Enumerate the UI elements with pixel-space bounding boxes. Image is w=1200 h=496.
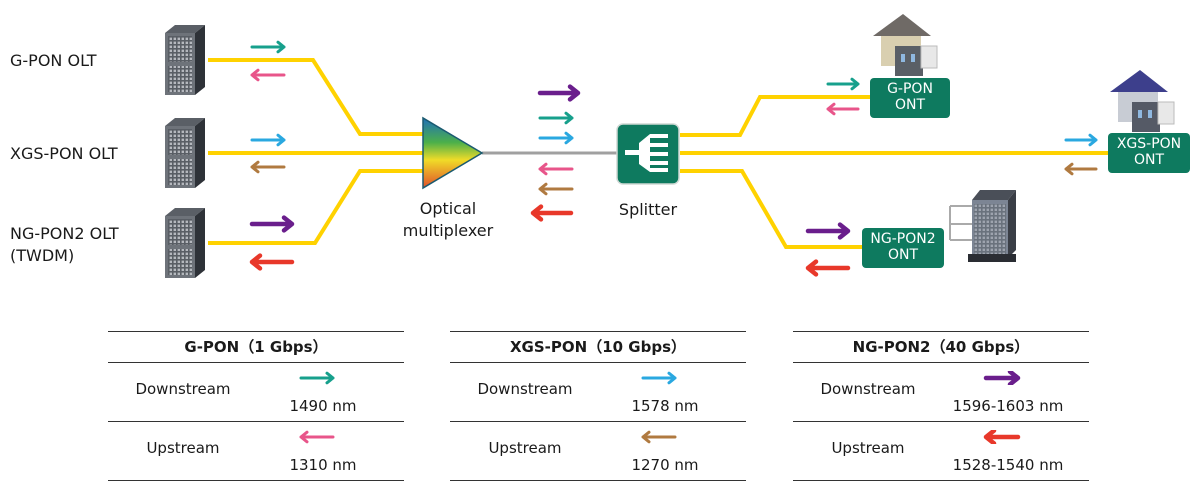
gpon-ont-line2: ONT: [894, 97, 926, 113]
pon-diagram: [165, 14, 1175, 278]
fiber-ng-ont: [680, 169, 864, 249]
xgs-olt-label: XGS-PON OLT: [10, 144, 118, 163]
direction-label: Upstream: [146, 439, 220, 457]
arrow-stroke: [299, 371, 335, 385]
xgs-ont-line2: ONT: [1133, 152, 1165, 168]
legend-row-upstream: Upstream 1310 nm: [108, 422, 404, 481]
fiber-gpon-ont: [680, 95, 872, 137]
wavelength: 1528-1540 nm: [952, 456, 1064, 474]
ng-olt-label-line1: NG-PON2 OLT: [10, 224, 119, 243]
trunk-ng-up-arrow-icon: [530, 204, 574, 222]
arrow-stroke: [983, 430, 1021, 444]
ng-downstream-arrow-icon: [249, 215, 295, 233]
wavelength: 1270 nm: [631, 456, 699, 474]
downstream-arrow-icon: [641, 371, 677, 385]
direction-label: Downstream: [820, 380, 916, 398]
ng-ont-line1: NG-PON2: [870, 231, 936, 247]
legend-xgs: XGS-PON（10 Gbps） Downstream 1578 nm Upst…: [450, 331, 746, 481]
arrow-stroke: [641, 430, 677, 444]
multiplexer-label-line2: multiplexer: [402, 221, 494, 240]
legend-title: NG-PON2（40 Gbps）: [793, 331, 1089, 363]
splitter-label: Splitter: [618, 200, 678, 219]
trunk-xgs-down-arrow-icon: [538, 131, 574, 145]
direction-label: Downstream: [135, 380, 231, 398]
legend-title: G-PON（1 Gbps）: [108, 331, 404, 363]
xgs-downstream-arrow-icon: [250, 133, 286, 147]
ont-ng-down-arrow-icon: [805, 222, 851, 240]
wavelength: 1310 nm: [289, 456, 357, 474]
trunk-gpon-down-arrow-icon: [538, 111, 574, 125]
house-icon-xgs: [1110, 70, 1175, 132]
ng-ont-line2: ONT: [887, 247, 919, 263]
multiplexer-label-line1: Optical: [419, 199, 477, 218]
house-icon-gpon: [873, 14, 938, 76]
direction-label: Upstream: [831, 439, 905, 457]
legend-row-upstream: Upstream 1270 nm: [450, 422, 746, 481]
gpon-olt-label: G-PON OLT: [10, 51, 97, 70]
ont-ng-up-arrow-icon: [805, 259, 851, 277]
fiber-ng-olt: [208, 169, 425, 245]
trunk-xgs-up-arrow-icon: [538, 182, 574, 196]
ont-gpon-up-arrow-icon: [826, 102, 860, 116]
gpon-downstream-arrow-icon: [250, 40, 286, 54]
ng-upstream-arrow-icon: [249, 253, 295, 271]
downstream-arrow-icon: [299, 371, 335, 385]
arrow-stroke: [641, 371, 677, 385]
legend-row-downstream: Downstream 1578 nm: [450, 363, 746, 422]
fiber-gpon-olt: [208, 58, 425, 136]
xgs-upstream-arrow-icon: [250, 160, 286, 174]
xgs-ont-box: XGS-PON ONT: [1108, 133, 1190, 173]
legend-row-downstream: Downstream 1490 nm: [108, 363, 404, 422]
gpon-olt-server-icon: [165, 25, 205, 95]
gpon-ont-box: G-PON ONT: [870, 78, 950, 118]
arrow-stroke: [299, 430, 335, 444]
office-building-icon: [949, 190, 1016, 262]
ont-gpon-down-arrow-icon: [826, 77, 860, 91]
legend-gpon: G-PON（1 Gbps） Downstream 1490 nm Upstrea…: [108, 331, 404, 481]
legend-row-downstream: Downstream 1596-1603 nm: [793, 363, 1089, 422]
upstream-arrow-icon: [641, 430, 677, 444]
direction-label: Upstream: [488, 439, 562, 457]
gpon-ont-line1: G-PON: [887, 81, 933, 97]
ng-ont-box: NG-PON2 ONT: [862, 228, 944, 268]
ng-olt-server-icon: [165, 208, 205, 278]
direction-label: Downstream: [477, 380, 573, 398]
legend-row-upstream: Upstream 1528-1540 nm: [793, 422, 1089, 481]
arrow-stroke: [983, 371, 1021, 385]
upstream-arrow-icon: [983, 430, 1021, 444]
wavelength: 1596-1603 nm: [952, 397, 1064, 415]
trunk-ng-down-arrow-icon: [537, 84, 581, 102]
splitter-icon: [616, 123, 680, 185]
ng-olt-label-line2: (TWDM): [10, 246, 75, 265]
upstream-arrow-icon: [299, 430, 335, 444]
legend-ngpon2: NG-PON2（40 Gbps） Downstream 1596-1603 nm…: [793, 331, 1089, 481]
xgs-olt-server-icon: [165, 118, 205, 188]
gpon-upstream-arrow-icon: [250, 68, 286, 82]
ont-xgs-down-arrow-icon: [1064, 133, 1098, 147]
downstream-arrow-icon: [983, 371, 1021, 385]
legend-title: XGS-PON（10 Gbps）: [450, 331, 746, 363]
xgs-ont-line1: XGS-PON: [1116, 136, 1182, 152]
optical-multiplexer-icon: [422, 116, 484, 190]
ont-xgs-up-arrow-icon: [1064, 162, 1098, 176]
wavelength: 1578 nm: [631, 397, 699, 415]
wavelength: 1490 nm: [289, 397, 357, 415]
trunk-gpon-up-arrow-icon: [538, 162, 574, 176]
